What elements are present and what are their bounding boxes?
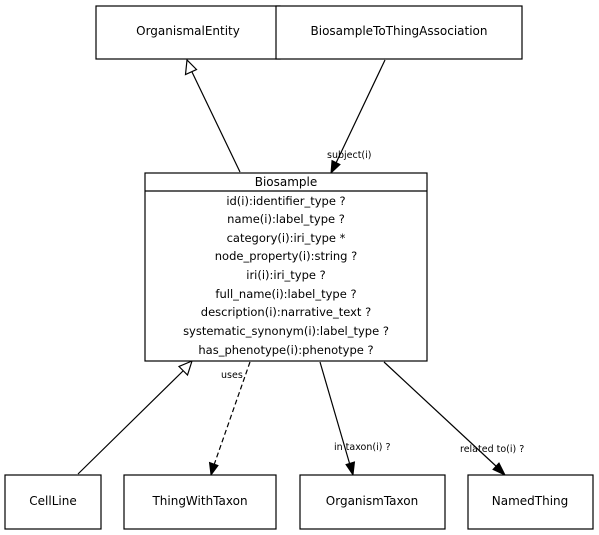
attribute-name: name(i):label_type ? (227, 212, 345, 226)
attribute-description: description(i):narrative_text ? (201, 305, 371, 319)
class-name: OrganismTaxon (326, 494, 418, 508)
generalization-arrowhead-icon (184, 58, 198, 76)
class-cell-line: CellLine (4, 474, 102, 530)
attribute-node-property: node_property(i):string ? (215, 249, 358, 263)
edge-label-in-taxon: in taxon(i) ? (334, 442, 391, 453)
association-arrowhead-icon (492, 462, 507, 477)
class-name: OrganismalEntity (136, 24, 240, 38)
class-biosample: Biosample id(i):identifier_type ? name(i… (144, 172, 428, 362)
attribute-category: category(i):iri_type * (227, 231, 346, 245)
edge-label-uses: uses (221, 370, 243, 381)
attribute-systematic-synonym: systematic_synonym(i):label_type ? (183, 324, 389, 338)
class-name: CellLine (29, 494, 76, 508)
edge-biosample-uses-thing-with-taxon: uses (208, 361, 251, 477)
class-biosample-to-thing-association: BiosampleToThingAssociation (275, 5, 523, 60)
class-name: BiosampleToThingAssociation (311, 24, 488, 38)
edge-biosample-in-taxon-organism-taxon: in taxon(i) ? (319, 361, 391, 477)
class-name: Biosample (255, 175, 318, 189)
attribute-iri: iri(i):iri_type ? (246, 268, 325, 282)
edge-association-subject-biosample: subject(i) (327, 59, 386, 175)
attribute-full-name: full_name(i):label_type ? (215, 287, 356, 301)
edge-biosample-related-to-named-thing: related to(i) ? (383, 361, 524, 477)
class-thing-with-taxon: ThingWithTaxon (123, 474, 277, 530)
association-arrowhead-icon (345, 461, 356, 477)
class-name: ThingWithTaxon (151, 494, 247, 508)
edge-cell-line-is-a-biosample (77, 359, 193, 475)
association-arrowhead-icon (330, 159, 341, 175)
edge-biosample-is-a-organismal-entity (184, 58, 241, 173)
attribute-id: id(i):identifier_type ? (226, 194, 345, 208)
uses-arrowhead-icon (208, 461, 219, 477)
class-named-thing: NamedThing (467, 474, 594, 530)
generalization-arrowhead-icon (177, 359, 193, 377)
attribute-has-phenotype: has_phenotype(i):phenotype ? (198, 343, 373, 357)
edge-label-related-to: related to(i) ? (460, 444, 524, 455)
edge-label-subject: subject(i) (327, 150, 372, 161)
class-organismal-entity: OrganismalEntity (95, 5, 281, 60)
class-organism-taxon: OrganismTaxon (299, 474, 446, 530)
class-name: NamedThing (492, 494, 569, 508)
